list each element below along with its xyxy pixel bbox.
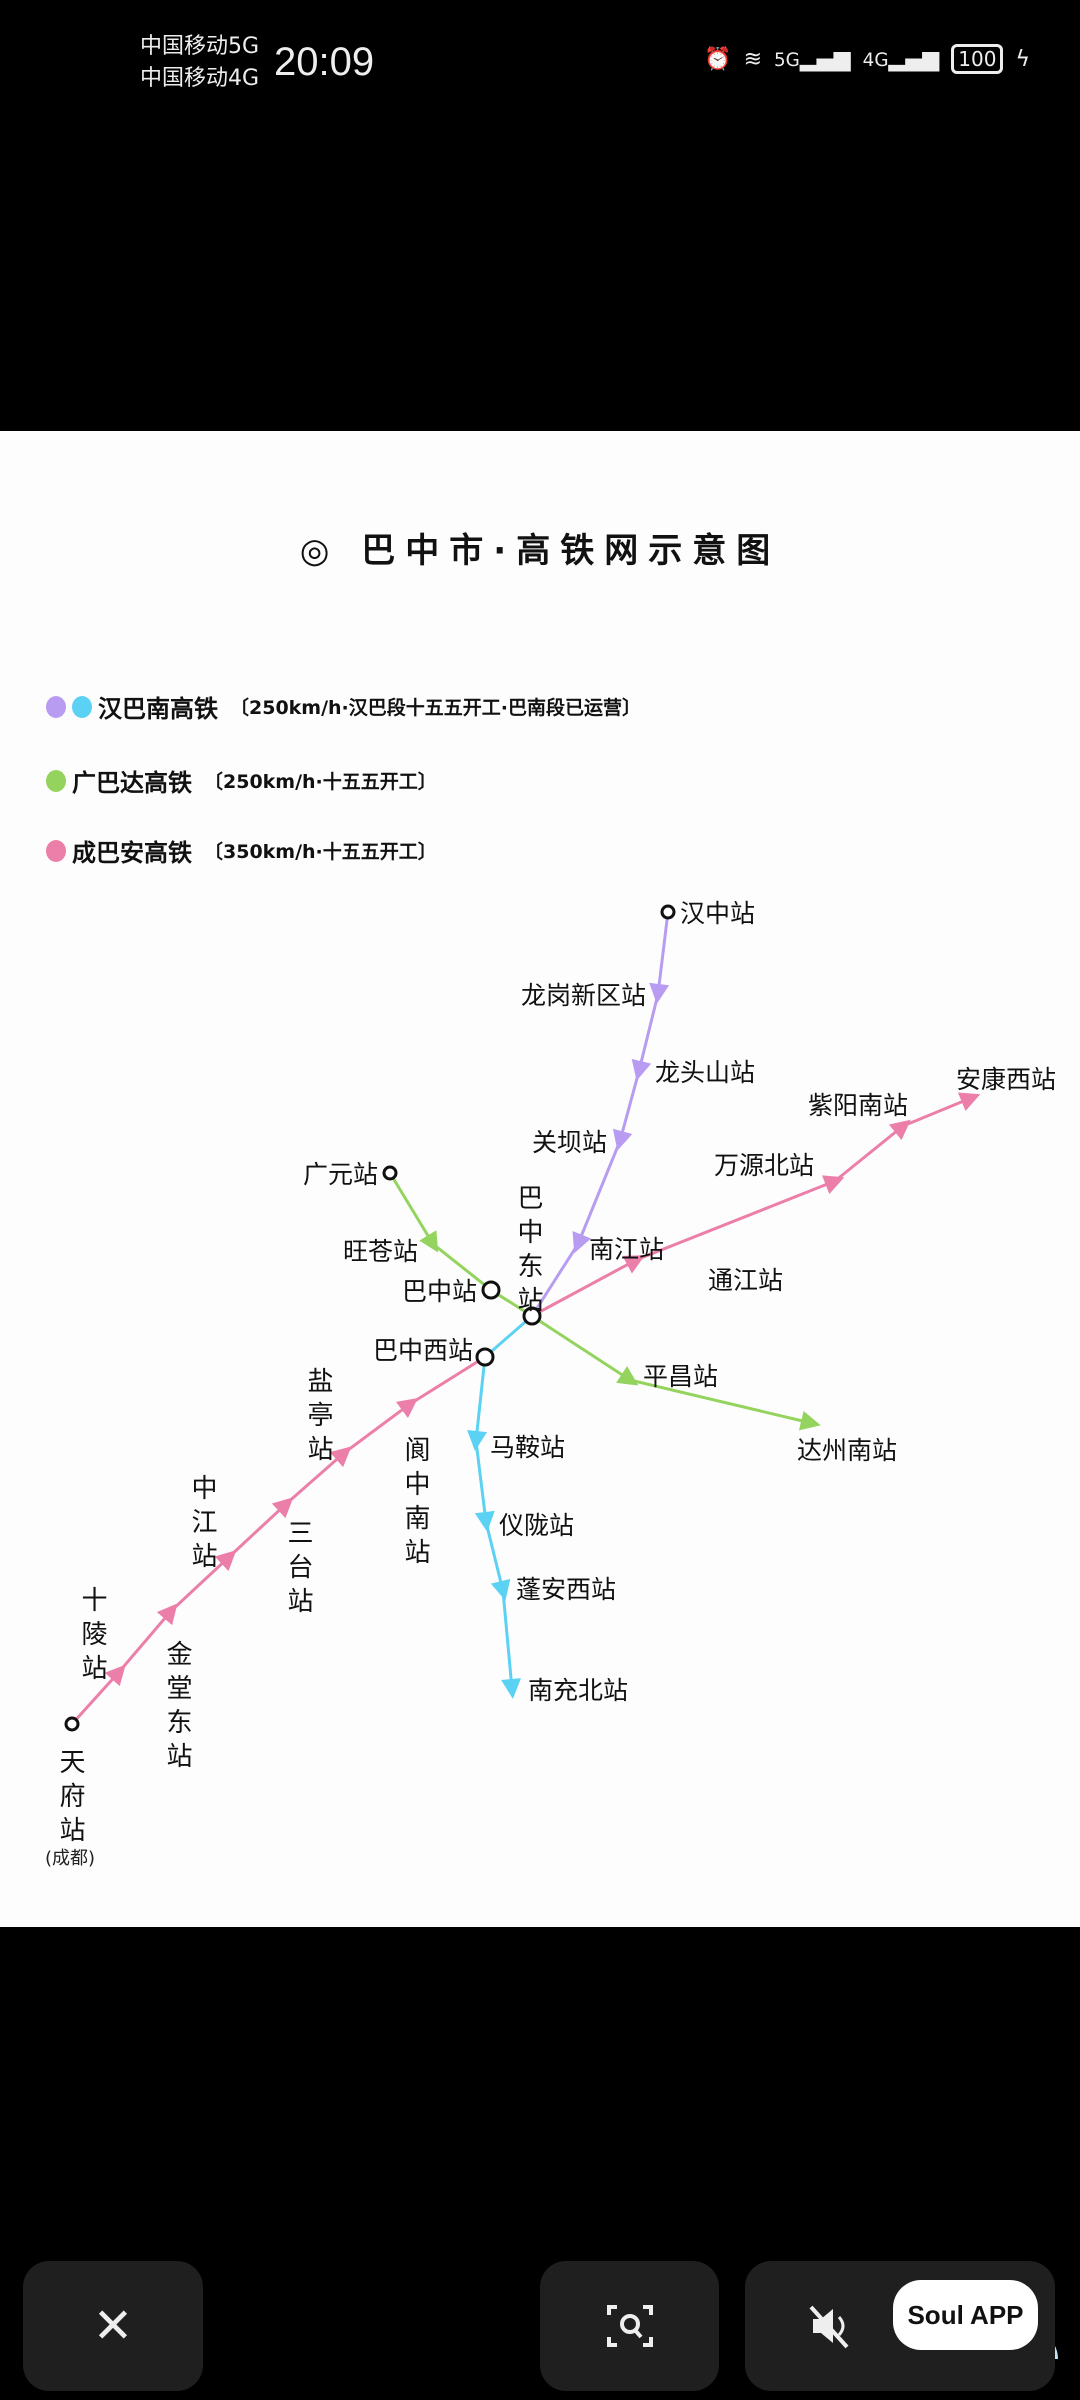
direction-arrow-icon (649, 982, 670, 1004)
station-label-guanba: 关坝站 (532, 1128, 607, 1157)
image-content: ◎ 巴中市·高铁网示意图 汉巴南高铁 〔250km/h·汉巴段十五五开工·巴南段… (0, 431, 1080, 2359)
rail-line (388, 1172, 812, 1425)
station-dot-bazhongdong (522, 1306, 542, 1326)
direction-arrow-icon (156, 1603, 178, 1626)
rail-line (70, 1355, 486, 1726)
station-label-ziyangnan: 紫阳南站 (808, 1091, 908, 1120)
station-label-ankangxi: 安康西站 (956, 1065, 1056, 1094)
alarm-icon: ⏰ (704, 46, 732, 72)
station-label-shiling: 十陵站 (77, 1586, 107, 1688)
station-label-bazhongdong: 巴中东站 (513, 1184, 543, 1320)
direction-arrow-icon (822, 1175, 845, 1194)
signal-5g-icon: 5G▂▄▆ (774, 46, 851, 72)
station-label-dazhounan: 达州南站 (797, 1436, 897, 1465)
direction-arrow-icon (888, 1119, 911, 1141)
station-label-yanting: 盐亭站 (303, 1367, 333, 1469)
station-label-langzhongnan: 阆中南站 (400, 1436, 430, 1572)
station-label-guangyuan: 广元站 (303, 1160, 378, 1189)
station-dot-bazhong (481, 1280, 501, 1300)
clock: 20:09 (274, 40, 375, 84)
station-label-tianfu: 天府站 (55, 1748, 85, 1850)
signal-4g-icon: 4G▂▄▆ (862, 46, 940, 72)
station-label-yilong: 仪陇站 (499, 1511, 574, 1540)
direction-arrow-icon (501, 1678, 522, 1699)
rail-line (484, 1314, 533, 1359)
station-label-santai: 三台站 (283, 1519, 313, 1621)
direction-arrow-icon (616, 1366, 639, 1386)
status-icons: ⏰ ≋ 5G▂▄▆ 4G▂▄▆ 100 ϟ (704, 44, 1030, 74)
station-label-pingchang: 平昌站 (643, 1362, 718, 1391)
direction-arrow-icon (396, 1398, 419, 1418)
direction-arrow-icon (104, 1664, 126, 1687)
lens-search-icon (606, 2305, 653, 2347)
purple-dot-icon (46, 695, 66, 718)
legend-name: 汉巴南高铁 (98, 695, 218, 723)
map-title: ◎ 巴中市·高铁网示意图 (299, 531, 781, 571)
station-label-bazhong: 巴中站 (402, 1277, 477, 1306)
carrier-1: 中国移动5G (140, 34, 260, 59)
charging-icon: ϟ (1015, 46, 1030, 72)
station-label-longtoushan: 龙头山站 (655, 1058, 755, 1087)
direction-arrow-icon (612, 1128, 633, 1151)
station-dot-tianfu (64, 1716, 80, 1732)
wifi-icon: ≋ (743, 46, 763, 72)
station-label-zhongjiang: 中江站 (187, 1474, 217, 1576)
legend-note: 〔250km/h·汉巴段十五五开工·巴南段已运营〕 (230, 697, 641, 719)
legend-note: 〔250km/h·十五五开工〕 (204, 771, 437, 793)
green-dot-icon (46, 769, 66, 792)
direction-arrow-icon (631, 1058, 652, 1081)
station-dot-hanzhong (660, 904, 676, 920)
soul-app-watermark: Soul APP (893, 2280, 1038, 2350)
legend-note: 〔350km/h·十五五开工〕 (204, 841, 437, 863)
rail-line (530, 911, 670, 1317)
mute-icon (809, 2305, 849, 2349)
direction-arrow-icon (957, 1092, 981, 1112)
station-label-nanjiang: 南江站 (589, 1235, 664, 1264)
signal-4g-label: 4G (862, 49, 889, 71)
station-label-jintangdong: 金堂东站 (162, 1640, 192, 1776)
station-label-maan: 马鞍站 (490, 1433, 565, 1462)
direction-arrow-icon (419, 1230, 439, 1253)
station-note-chengdu: (成都) (45, 1848, 95, 1869)
station-label-bazhongxi: 巴中西站 (373, 1336, 473, 1365)
station-dot-guangyuan (382, 1165, 398, 1181)
legend-item-hanbanan: 汉巴南高铁 〔250km/h·汉巴段十五五开工·巴南段已运营〕 (46, 689, 641, 724)
signal-5g-label: 5G (774, 49, 800, 71)
direction-arrow-icon (271, 1497, 294, 1519)
close-icon: ✕ (92, 2298, 134, 2354)
cyan-dot-icon (72, 695, 92, 718)
station-label-longgang: 龙岗新区站 (521, 981, 646, 1010)
station-label-tongjiang: 通江站 (708, 1266, 783, 1295)
direction-arrow-icon (572, 1230, 592, 1254)
station-label-nanchongbei: 南充北站 (528, 1676, 628, 1705)
station-label-penganxi: 蓬安西站 (516, 1575, 616, 1604)
legend-item-guangbada: 广巴达高铁 〔250km/h·十五五开工〕 (46, 763, 437, 798)
close-button[interactable]: ✕ (23, 2261, 203, 2391)
direction-arrow-icon (490, 1578, 511, 1601)
legend-item-chengbaan: 成巴安高铁 〔350km/h·十五五开工〕 (46, 833, 437, 868)
carrier-2: 中国移动4G (140, 66, 260, 91)
battery-icon: 100 (951, 44, 1004, 74)
direction-arrow-icon (622, 1255, 645, 1274)
station-dot-bazhongxi (475, 1347, 495, 1367)
status-bar: 中国移动5G 中国移动4G 20:09 ⏰ ≋ 5G▂▄▆ 4G▂▄▆ 100 … (0, 0, 1080, 130)
lens-search-button[interactable] (540, 2261, 719, 2391)
station-label-hanzhong: 汉中站 (680, 899, 755, 928)
direction-arrow-icon (474, 1510, 495, 1532)
direction-arrow-icon (214, 1550, 237, 1572)
direction-arrow-icon (798, 1410, 821, 1431)
station-label-wanyuanbei: 万源北站 (714, 1151, 814, 1180)
legend-name: 成巴安高铁 (72, 839, 192, 867)
station-label-wangcang: 旺苍站 (343, 1237, 418, 1266)
pink-dot-icon (46, 839, 66, 862)
legend-name: 广巴达高铁 (72, 769, 192, 797)
direction-arrow-icon (329, 1446, 352, 1468)
direction-arrow-icon (467, 1429, 488, 1451)
